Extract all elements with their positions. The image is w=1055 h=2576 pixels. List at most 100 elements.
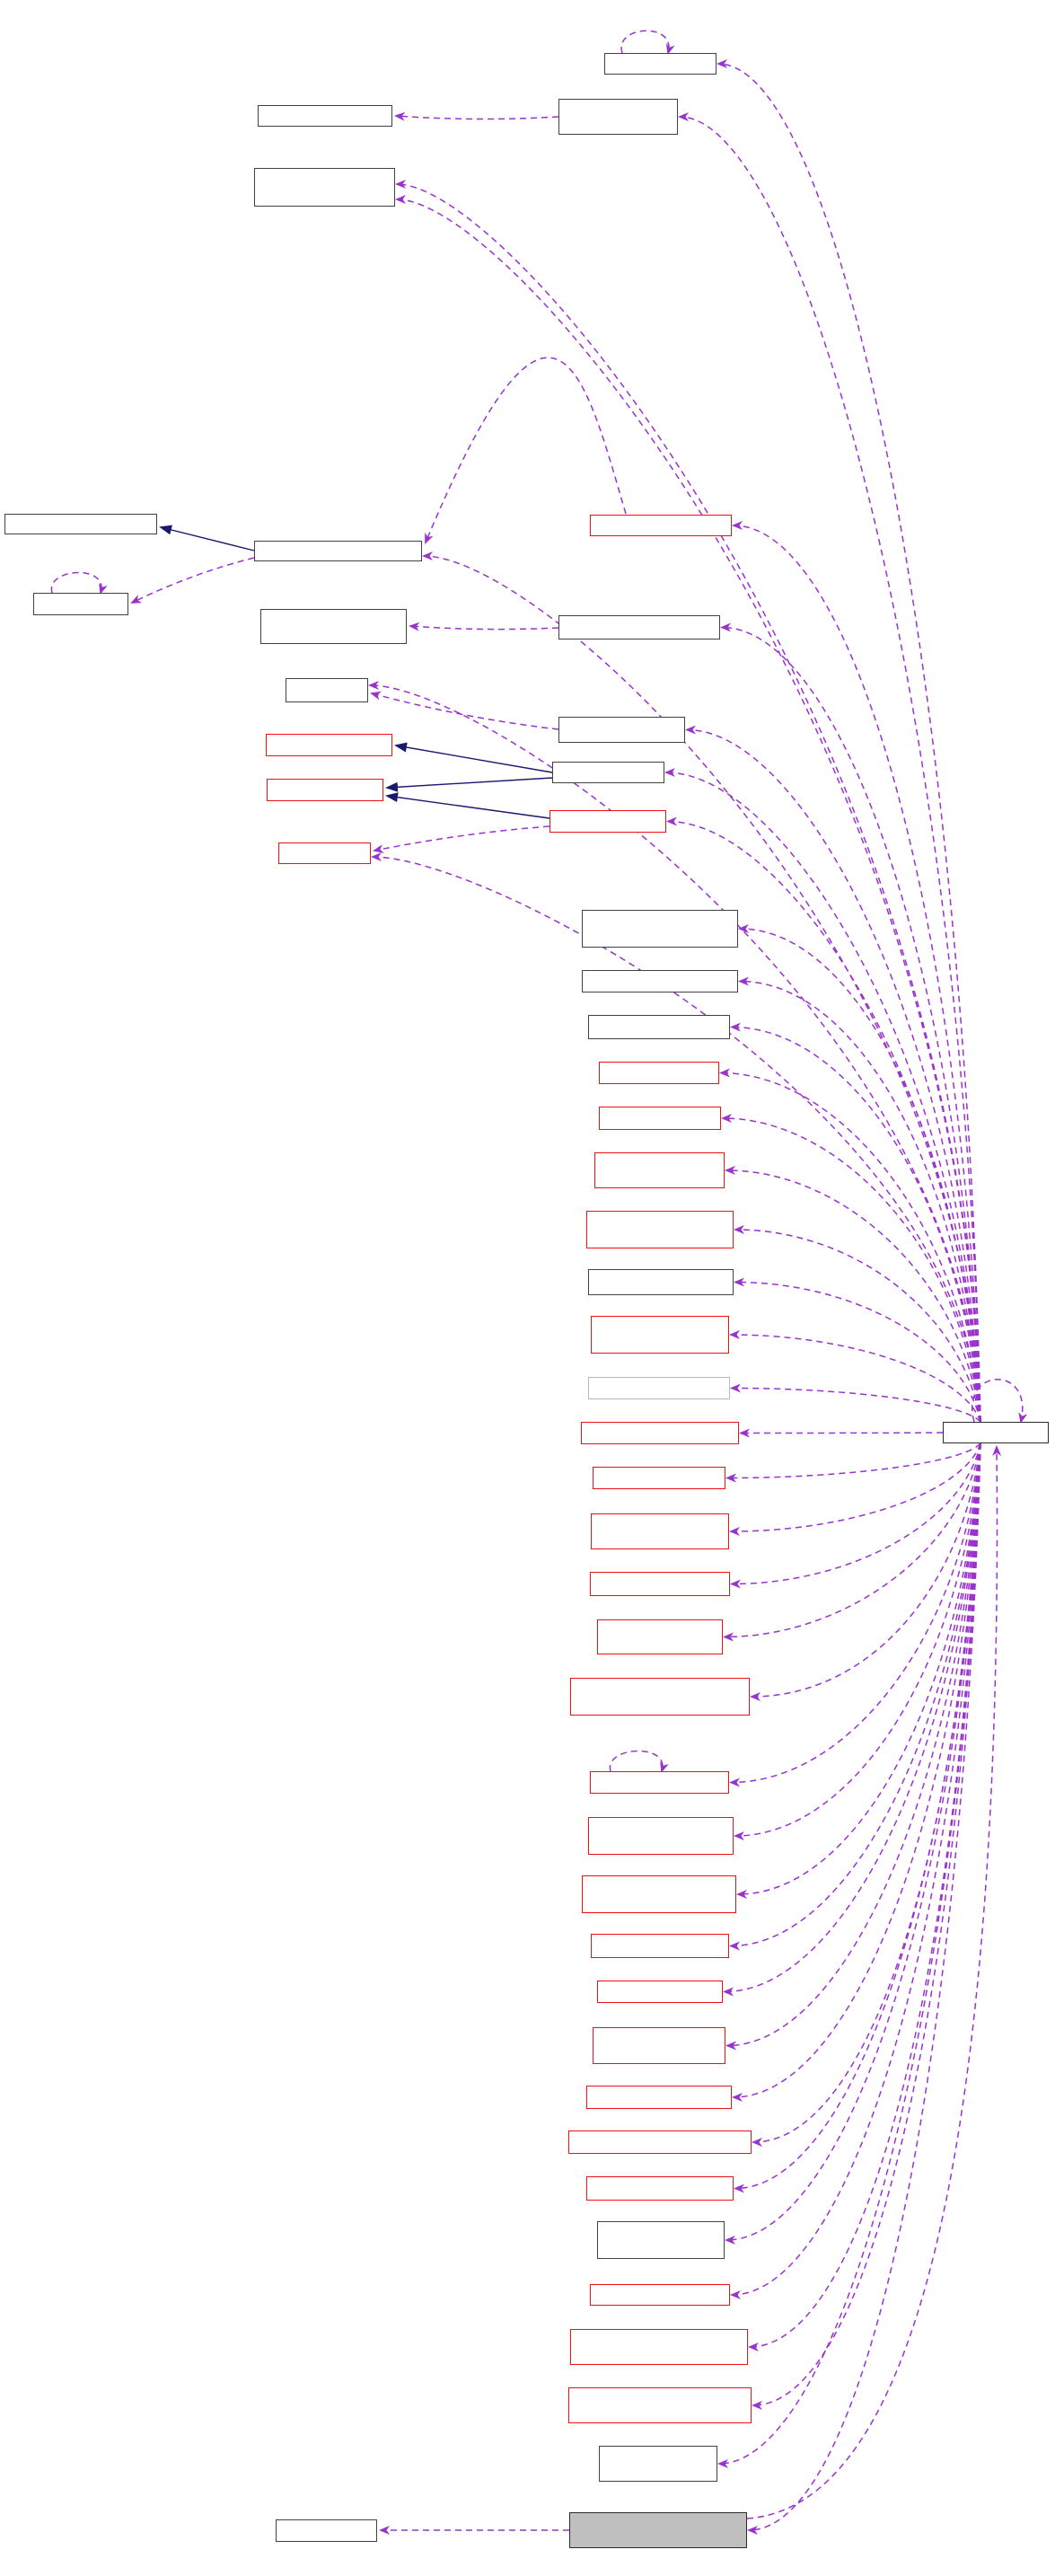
class-node-tao_policy_set[interactable]: [278, 842, 371, 864]
edge-orb_core-endpoint_selector_factory-endpoint_selector_factory: [734, 1225, 981, 1423]
class-node-ziop_adapter[interactable]: [597, 1981, 723, 2003]
class-node-iorinterceptor[interactable]: [597, 2221, 725, 2259]
class-node-valuetype_adapter[interactable]: [586, 2176, 734, 2201]
edge-orb_core-object_ref_table-object_ref_table: [730, 1442, 981, 2299]
class-node-ace_time_value[interactable]: [604, 53, 717, 75]
edge-allocator_self: [50, 571, 108, 595]
class-node-ace_string_base_char[interactable]: [254, 541, 422, 561]
class-node-codeset_manager[interactable]: [588, 1269, 734, 1295]
class-node-ace_array_map[interactable]: [254, 168, 395, 207]
class-node-network_priority[interactable]: [591, 1513, 729, 1549]
edge-orb_core-intrusive_auto_ptr-config: [748, 1442, 981, 2351]
edge-orb_core-tao_adapter-poa_adapter: [368, 681, 981, 1423]
edge-orb_core-tao_cleanup_func_registry-tss_cleanup_funcs: [720, 622, 981, 1423]
class-node-object_ref_table[interactable]: [590, 2284, 730, 2306]
edge-ft_service_callback: [394, 111, 559, 121]
edge-orb_core-tao_policy_current-policy_current: [664, 768, 981, 1423]
edge-inheritance: [385, 777, 553, 792]
class-node-tao_cleanup_func_registry[interactable]: [558, 615, 720, 640]
edge-orb_core-policyfactory-policy_factory_registry: [717, 1442, 981, 2468]
edge-orb_core-service_context_registry-service_context_registry: [729, 1330, 981, 1423]
class-node-transport_queueing[interactable]: [582, 910, 738, 948]
edge-orb_core-tao_fault_tolerance_service-ft_service: [678, 112, 981, 1423]
class-node-objectkey_table[interactable]: [591, 1934, 729, 1958]
edge-orb_core-ace_unbounded_set-protocol_factories: [734, 1442, 981, 1840]
class-node-endpoint_selector_factory[interactable]: [586, 1211, 734, 1248]
class-node-tao_policy_manager[interactable]: [549, 810, 666, 833]
class-node-orbinitializer[interactable]: [597, 1619, 723, 1654]
class-node-std_atomic[interactable]: [588, 1377, 730, 1399]
class-node-bidir_adapter[interactable]: [599, 1107, 721, 1130]
edge-inheritance: [385, 792, 550, 819]
edge-orb_core_label: [746, 1445, 1002, 2519]
class-node-resource_factory[interactable]: [586, 2086, 732, 2109]
class-node-corba_localobject[interactable]: [267, 779, 383, 801]
class-node-policyfactory[interactable]: [599, 2446, 717, 2482]
edge-orb_core-codeset_manager-codeset_manager: [734, 1277, 981, 1423]
class-node-tao_service_callbacks[interactable]: [258, 105, 392, 127]
edge-orb_core-thread_lane_mgr-thread_lane_resources_manager: [747, 1442, 981, 2535]
class-node-ace_allocator[interactable]: [33, 593, 128, 615]
edge-orb_core-pseudo_var-poa_root_rt: [752, 1442, 981, 2147]
edge-orb_core-iorinterceptor-ior_interceptor_adapter: [725, 1442, 981, 2245]
edge-orb_core-tao_policy_manager-policy_manager: [666, 816, 981, 1423]
class-node-tao_orb_parameters[interactable]: [590, 515, 732, 536]
edge-orb_core-tao_policy_set-default_policies: [371, 852, 981, 1423]
class-node-orb_core[interactable]: [943, 1422, 1049, 1443]
class-node-service_context_registry[interactable]: [591, 1316, 729, 1354]
edge-cleanup_funcs: [409, 622, 559, 631]
class-node-client_strategy_factory[interactable]: [594, 1152, 725, 1188]
class-node-tao_policy_current[interactable]: [552, 762, 664, 783]
edge-orb_core-objectkey_table-object_key_table: [729, 1442, 981, 1951]
edge-orb_core-server_strategy_factory-server_factory: [725, 1442, 981, 2051]
edge-orb_core-ace_lock_adapter-data_block_lock: [736, 1442, 981, 1899]
class-node-thread_lane_mgr[interactable]: [569, 2512, 747, 2548]
class-node-collocation_resolver[interactable]: [581, 1422, 739, 1444]
edge-thr_mgr: [609, 1750, 669, 1773]
edge-orb_core-collocation_resolver-collocation_resolver: [739, 1428, 944, 1438]
class-node-ace_string_base_const[interactable]: [4, 514, 157, 534]
edge-orb_core-bidir_adapter-bidir_adapter: [721, 1114, 981, 1423]
edge-sync_scope_timeout_hooks: [971, 1379, 1028, 1424]
class-node-ace_array_base[interactable]: [260, 609, 407, 644]
edge-orb_core-ace_time_value-thread_per_connection_timeout: [717, 59, 981, 1423]
class-node-pseudo_var[interactable]: [568, 2130, 752, 2154]
edge-orb_core-parser_registry-parser_registry: [725, 1442, 981, 1483]
class-node-corba_policycurrent[interactable]: [266, 734, 392, 756]
edge-orb_core-ace_array_map-init_ref_map: [395, 195, 981, 1423]
class-node-stub_factory[interactable]: [599, 1062, 719, 1084]
class-node-tao_adapter[interactable]: [286, 678, 368, 702]
class-node-intrusive_auto_ptr[interactable]: [570, 2329, 748, 2365]
class-node-ace_unbounded_set[interactable]: [588, 1817, 734, 1855]
class-node-ace_thread_manager[interactable]: [590, 1771, 729, 1794]
class-node-tao_adapter_registry[interactable]: [558, 717, 685, 743]
edge-orb_parameters_strings: [425, 357, 627, 544]
class-node-server_request_interceptor[interactable]: [568, 2387, 752, 2423]
class-node-protocols_hooks[interactable]: [590, 1572, 730, 1596]
class-node-request_dispatcher[interactable]: [582, 970, 738, 992]
edge-adapters: [370, 691, 559, 730]
class-node-server_strategy_factory[interactable]: [593, 2027, 725, 2064]
edge-inheritance: [394, 742, 553, 773]
edge-orb_core-resource_factory-resource_factory: [732, 1442, 981, 2102]
edge-orb_core-tao_orb_parameters-orb_params: [732, 521, 981, 1423]
edge-orb_core-valuetype_adapter-valuetype_adapter: [734, 1442, 981, 2193]
edge-orb_core-client_strategy_factory-client_factory: [725, 1166, 981, 1423]
edge-orb_core-orbinitializer-orbinitializer_registry: [723, 1442, 981, 1642]
edge-orb_core-server_request_interceptor-server_request_interceptor_adapter: [752, 1442, 981, 2410]
edge-orb_core-ace_array_map-endpoints_map: [395, 180, 981, 1423]
edge-allocator: [130, 557, 255, 604]
class-node-flushing_strategy[interactable]: [588, 1015, 730, 1039]
edge-orb_core-stub_factory-stub_factory: [719, 1068, 981, 1423]
class-node-ace_lock_adapter[interactable]: [582, 1875, 736, 1913]
edge-inheritance: [159, 525, 255, 551]
class-node-client_request_interceptor[interactable]: [570, 1678, 750, 1716]
edge-orb_core-ziop_adapter-ziop_adapter: [723, 1442, 981, 1997]
edge-orb_core-protocols_hooks-protocols_hooks: [730, 1442, 981, 1589]
class-node-parser_registry[interactable]: [593, 1467, 725, 1489]
edge-orb_core-client_request_interceptor-client_request_interceptor_adapter: [750, 1442, 981, 1701]
class-node-tao_fault_tolerance_service[interactable]: [558, 99, 678, 135]
class-node-tao_lf_strategy[interactable]: [276, 2519, 377, 2542]
